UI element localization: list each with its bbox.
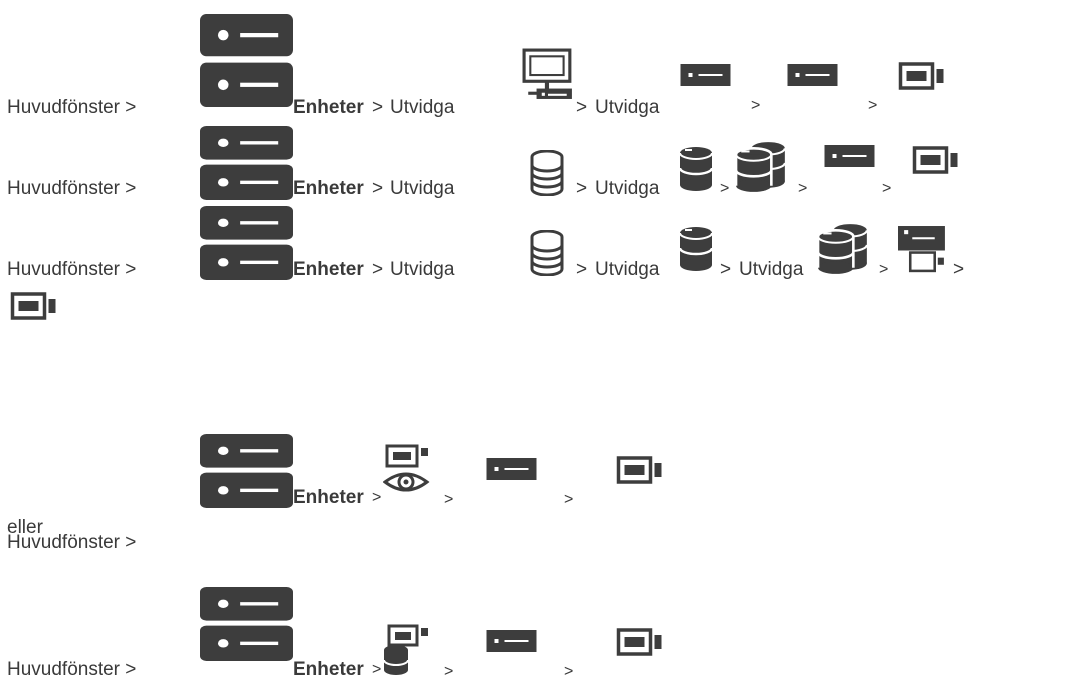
separator: > [798, 180, 808, 197]
expand-label: Utvidga [390, 97, 455, 118]
camera-icon [912, 146, 959, 174]
devices-icon [200, 587, 293, 661]
camera-icon [616, 628, 663, 656]
devices-icon [200, 434, 293, 508]
devices-icon [200, 206, 293, 280]
database-icon [679, 146, 713, 192]
separator: > [372, 178, 384, 199]
separator: > [372, 97, 384, 118]
separator: > [720, 180, 730, 197]
database-pool-icon [817, 222, 871, 276]
encoder-icon [787, 64, 838, 86]
encoder-icon [486, 630, 537, 652]
separator: > [882, 180, 892, 197]
path-prefix: Huvudfönster > [7, 259, 137, 280]
separator: > [576, 178, 588, 199]
expand-label: Utvidga [390, 178, 455, 199]
path-prefix: Huvudfönster > [7, 97, 137, 118]
separator: > [372, 259, 384, 280]
database-pool-icon [735, 140, 789, 194]
path-prefix: Huvudfönster > [7, 659, 137, 680]
separator: > [868, 97, 878, 114]
devices-icon [200, 126, 293, 200]
encoder-icon [824, 145, 875, 167]
path-prefix: Huvudfönster > [7, 532, 137, 553]
devices-label: Enheter [293, 97, 364, 118]
separator: > [372, 489, 382, 506]
database-icon [679, 226, 713, 272]
encoder-icon [486, 458, 537, 480]
camera-icon [898, 62, 945, 90]
expand-label: Utvidga [595, 259, 660, 280]
separator: > [576, 259, 588, 280]
separator: > [444, 663, 454, 680]
separator: > [444, 491, 454, 508]
encoder-with-camera-icon [898, 226, 949, 275]
expand-label: Utvidga [595, 97, 660, 118]
separator: > [564, 491, 574, 508]
camera-eye-icon [383, 444, 431, 496]
expand-label: Utvidga [595, 178, 660, 199]
devices-icon [200, 14, 293, 107]
expand-label: Utvidga [739, 259, 804, 280]
separator: > [879, 261, 889, 278]
separator: > [953, 259, 965, 280]
camera-database-icon [383, 624, 431, 676]
storage-stack-icon [530, 230, 564, 276]
separator: > [564, 663, 574, 680]
expand-label: Utvidga [390, 259, 455, 280]
camera-icon [10, 292, 57, 320]
monitor-network-icon [522, 48, 574, 100]
devices-label: Enheter [293, 178, 364, 199]
storage-stack-icon [530, 150, 564, 196]
devices-label: Enheter [293, 259, 364, 280]
separator: > [576, 97, 588, 118]
devices-label: Enheter [293, 487, 364, 508]
separator: > [372, 661, 382, 678]
separator: > [751, 97, 761, 114]
or-label: eller [7, 517, 43, 538]
camera-icon [616, 456, 663, 484]
separator: > [720, 259, 732, 280]
path-prefix: Huvudfönster > [7, 178, 137, 199]
encoder-icon [680, 64, 731, 86]
devices-label: Enheter [293, 659, 364, 680]
